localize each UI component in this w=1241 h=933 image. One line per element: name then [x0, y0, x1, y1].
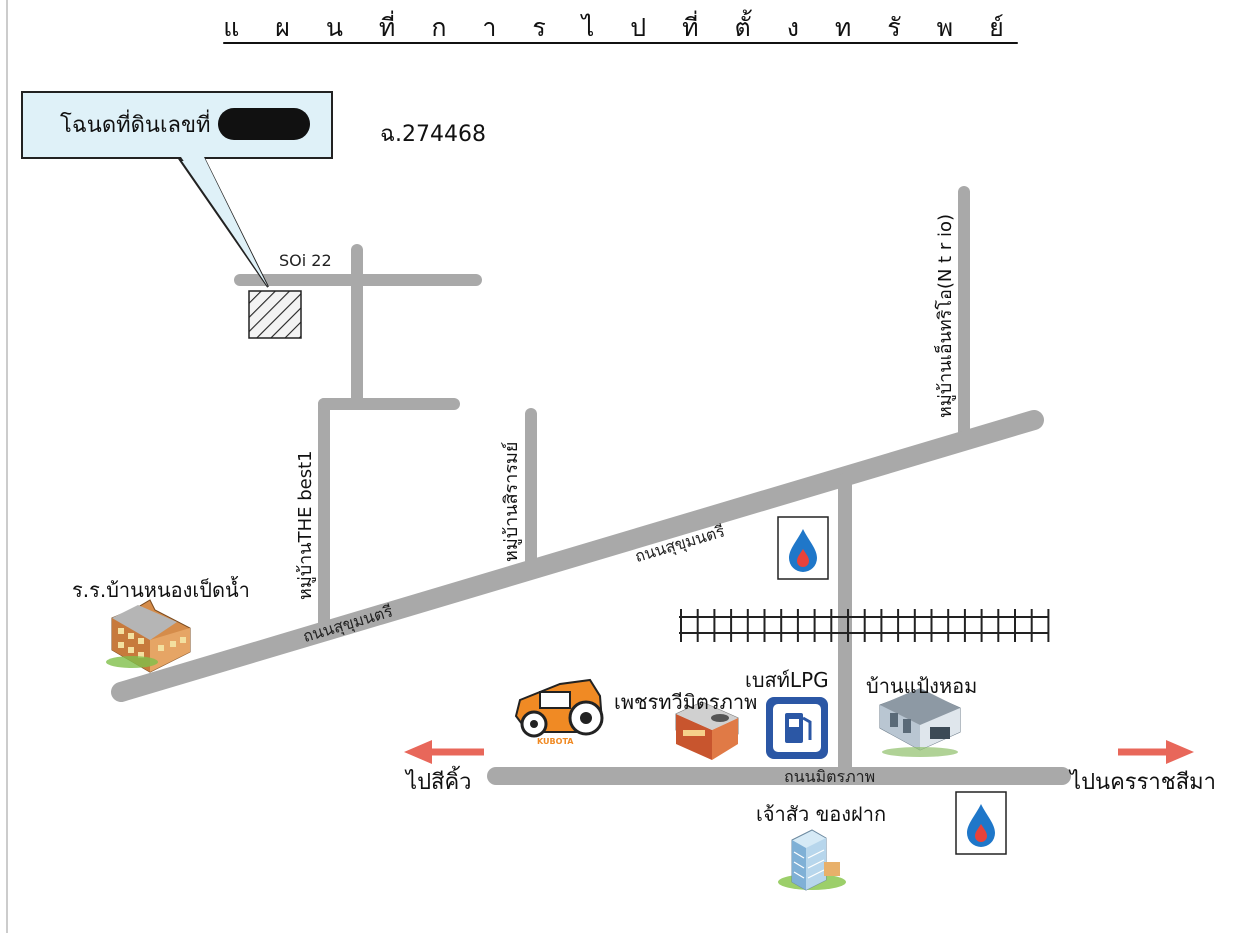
road-sukhumvit: [111, 410, 1044, 702]
ptt-gas-station-icon: [777, 516, 829, 580]
property-plot: [248, 290, 302, 339]
village-label-the-best: หมู่บ้านTHE best1: [295, 450, 316, 600]
tractor-icon: [514, 678, 604, 738]
page-title: แ ผ น ที่ ก า ร ไ ป ที่ ตั้ ง ท รั พ ย์: [223, 13, 1018, 42]
ptt-gas-station-icon: [955, 791, 1007, 855]
office-tower-icon: [778, 829, 846, 891]
place-label-school: ร.ร.บ้านหนองเป็ดน้ำ: [72, 578, 250, 602]
deed-label: โฉนดที่ดินเลขที่: [60, 113, 211, 138]
place-label-petch: เพชรทวีมิตรภาพ: [614, 690, 758, 714]
kubota-brand-label: KUBOTA: [537, 737, 574, 746]
village-label-ntrio: หมู่บ้านเอ็นทริโอ(N t r io): [935, 214, 956, 418]
redacted-deed-number: [218, 108, 310, 140]
road-label-soi22: SOi 22: [279, 251, 332, 270]
village-label-sirirom: หมู่บ้านสิรารมย์: [501, 441, 522, 562]
place-label-banpang: บ้านแป้งหอม: [866, 674, 978, 698]
place-label-chaosua: เจ้าสัว ของฝาก: [756, 802, 887, 826]
direction-label-east: ไปนครราชสีมา: [1070, 770, 1216, 795]
road-label-mittraphap: ถนนมิตรภาพ: [784, 767, 876, 786]
shop-building-icon: [879, 688, 961, 757]
direction-label-west: ไปสีคิ้ว: [406, 770, 472, 795]
arrow-left-icon: [404, 740, 484, 764]
deed-number: ฉ.274468: [380, 122, 486, 147]
arrow-right-icon: [1118, 740, 1194, 764]
lpg-station-icon: [766, 697, 828, 759]
place-label-lpg: เบสท์LPG: [745, 668, 829, 692]
railway-track-icon: [679, 609, 1050, 642]
shop-building-icon: [675, 701, 739, 760]
school-building-icon: [106, 599, 191, 673]
